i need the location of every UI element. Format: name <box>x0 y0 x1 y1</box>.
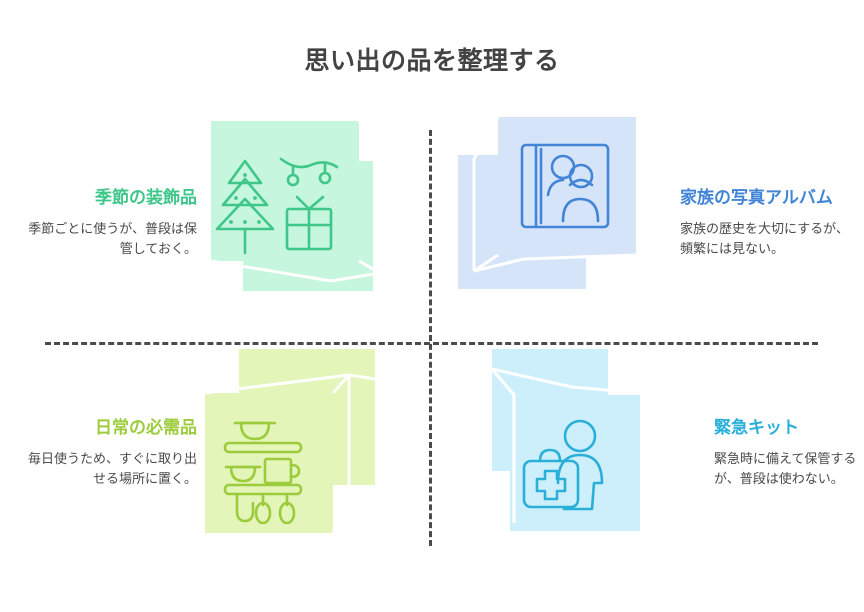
quadrant-top-right-text: 家族の写真アルバム 家族の歴史を大切にするが、頻繁には見ない。 <box>674 187 859 259</box>
quadrant-top-right: 家族の写真アルバム 家族の歴史を大切にするが、頻繁には見ない。 <box>432 103 864 343</box>
christmas-tree-decorations-illustration <box>211 113 421 333</box>
page-title: 思い出の品を整理する <box>304 47 560 75</box>
quadrant-top-left-body: 季節ごとに使うが、普段は保管しておく。 <box>28 220 197 256</box>
first-aid-kit-person-icon <box>522 419 604 511</box>
quadrant-bottom-left-heading: 日常の必需品 <box>95 417 197 437</box>
quadrant-bottom-left-text: 日常の必需品 毎日使うため、すぐに取り出せる場所に置く。 <box>18 417 203 489</box>
quadrant-bottom-right-body: 緊急時に備えて保管するが、普段は使わない。 <box>714 450 857 486</box>
photo-album-icon <box>520 143 610 229</box>
divider-vertical <box>429 130 432 546</box>
quadrant-top-right-heading: 家族の写真アルバム <box>680 187 833 207</box>
quadrant-top-left-heading: 季節の装飾品 <box>95 187 197 207</box>
garland-lights-icon <box>279 157 339 187</box>
first-aid-kit-illustration <box>492 343 702 563</box>
quadrant-bottom-left: 日常の必需品 毎日使うため、すぐに取り出せる場所に置く。 <box>0 333 432 573</box>
quadrant-top-right-body: 家族の歴史を大切にするが、頻繁には見ない。 <box>680 220 849 256</box>
quadrant-bottom-right-text: 緊急キット 緊急時に備えて保管するが、普段は使わない。 <box>708 417 864 489</box>
kitchen-shelf-illustration <box>203 343 413 563</box>
christmas-tree-icon <box>215 159 275 255</box>
quadrant-top-left-text: 季節の装飾品 季節ごとに使うが、普段は保管しておく。 <box>18 187 203 259</box>
quadrant-top-left: 季節の装飾品 季節ごとに使うが、普段は保管しておく。 <box>0 103 432 343</box>
photo-album-illustration <box>458 113 668 333</box>
quadrant-bottom-left-body: 毎日使うため、すぐに取り出せる場所に置く。 <box>27 450 197 486</box>
gift-box-icon <box>285 195 333 251</box>
quadrant-bottom-right: 緊急キット 緊急時に備えて保管するが、普段は使わない。 <box>432 333 864 573</box>
kitchen-shelf-icon <box>223 421 303 525</box>
quadrant-bottom-right-heading: 緊急キット <box>714 417 799 437</box>
